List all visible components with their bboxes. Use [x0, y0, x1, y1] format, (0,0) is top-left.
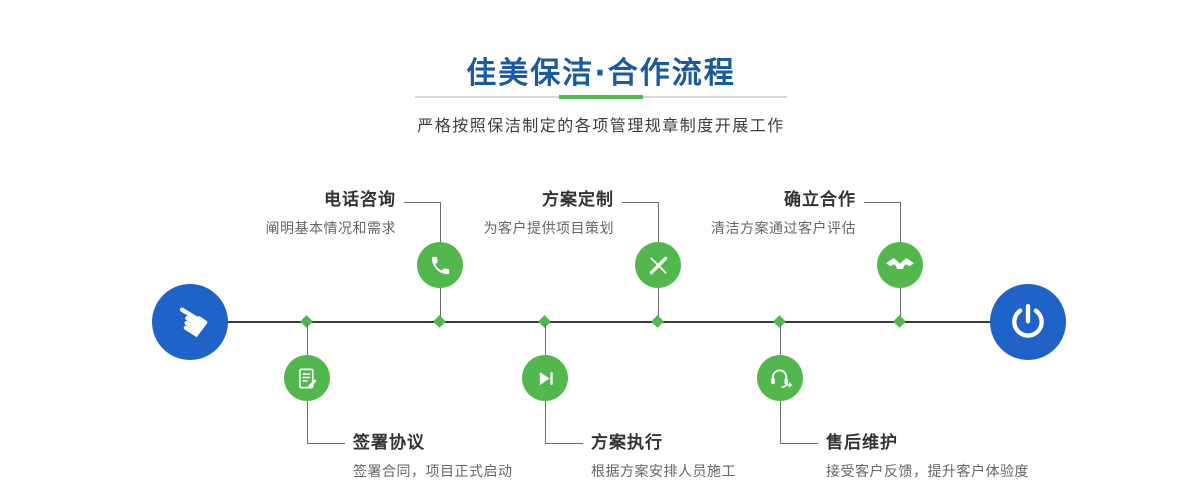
connector-line: [622, 202, 658, 203]
step-label-block: 方案定制 为客户提供项目策划: [354, 185, 614, 238]
connector-line: [780, 323, 781, 355]
timeline-start-node: ☚: [152, 284, 228, 360]
timeline-line: [190, 321, 1028, 323]
connector-line: [545, 323, 546, 355]
step-desc: 签署合同，项目正式启动: [353, 464, 513, 480]
connector-line: [780, 401, 781, 443]
step-label-block: 售后维护 接受客户反馈，提升客户体验度: [826, 428, 1146, 481]
step-title: 方案定制: [542, 190, 614, 210]
connector-line: [545, 443, 583, 444]
title-divider-accent: [559, 95, 643, 99]
step-title: 签署协议: [353, 433, 425, 453]
step-title: 方案执行: [591, 433, 663, 453]
connector-line: [658, 202, 659, 242]
step-desc: 接受客户反馈，提升客户体验度: [826, 464, 1029, 480]
design-icon: [635, 242, 681, 288]
step-desc: 清洁方案通过客户评估: [711, 221, 856, 237]
connector-line: [658, 288, 659, 322]
step-title: 售后维护: [826, 433, 898, 453]
support-icon: [757, 355, 803, 401]
connector-line: [780, 443, 818, 444]
connector-line: [307, 323, 308, 355]
step-label-block: 确立合作 清洁方案通过客户评估: [596, 185, 856, 238]
power-icon: [1012, 304, 1044, 338]
connector-line: [545, 401, 546, 443]
pointer-hand-icon: ☚: [161, 290, 220, 353]
step-label-block: 签署协议 签署合同，项目正式启动: [353, 428, 673, 481]
connector-line: [900, 288, 901, 322]
handshake-icon: [877, 242, 923, 288]
timeline-junction-diamond: [433, 315, 446, 328]
title-divider: [415, 95, 787, 99]
connector-line: [404, 202, 440, 203]
step-title: 电话咨询: [324, 190, 396, 210]
contract-icon: [284, 355, 330, 401]
connector-line: [440, 288, 441, 322]
connector-line: [307, 401, 308, 443]
step-desc: 阐明基本情况和需求: [265, 221, 396, 237]
connector-line: [440, 202, 441, 242]
page-subtitle: 严格按照保洁制定的各项管理规章制度开展工作: [417, 116, 785, 135]
connector-line: [900, 202, 901, 242]
step-label-block: 方案执行 根据方案安排人员施工: [591, 428, 911, 481]
timeline-junction-diamond: [651, 315, 664, 328]
step-desc: 根据方案安排人员施工: [591, 464, 736, 480]
step-desc: 为客户提供项目策划: [483, 221, 614, 237]
timeline-junction-diamond: [893, 315, 906, 328]
execute-icon: [522, 355, 568, 401]
step-label-block: 电话咨询 阐明基本情况和需求: [136, 185, 396, 238]
timeline-end-node: [990, 284, 1066, 360]
connector-line: [307, 443, 345, 444]
page-title: 佳美保洁·合作流程: [466, 56, 736, 91]
connector-line: [864, 202, 900, 203]
step-title: 确立合作: [784, 190, 856, 210]
phone-icon: [417, 242, 463, 288]
